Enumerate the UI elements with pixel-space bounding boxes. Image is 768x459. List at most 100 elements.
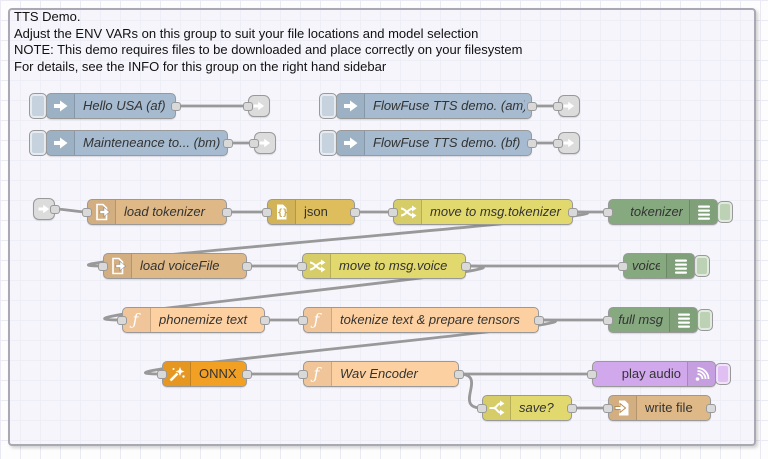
- input-port[interactable]: [98, 262, 108, 271]
- function-icon: ƒ: [123, 308, 151, 332]
- input-port[interactable]: [297, 262, 307, 271]
- output-port[interactable]: [222, 208, 232, 217]
- output-port[interactable]: [242, 262, 252, 271]
- node-debug-voice[interactable]: voice: [618, 253, 695, 279]
- input-port[interactable]: [249, 139, 259, 148]
- output-port[interactable]: [50, 205, 60, 214]
- comment-line-4: For details, see the INFO for this group…: [14, 58, 387, 74]
- node-label: load tokenizer: [124, 204, 205, 219]
- json-file-icon: {}: [268, 200, 296, 224]
- link-out-icon: [563, 138, 575, 148]
- node-link-out-2[interactable]: [249, 132, 276, 154]
- wire-movevoice-phonemize[interactable]: [103, 264, 485, 322]
- output-port[interactable]: [454, 370, 464, 379]
- audio-waves-icon: [687, 362, 715, 386]
- node-load-voicefile[interactable]: load voiceFile: [98, 253, 252, 279]
- input-port[interactable]: [262, 208, 272, 217]
- inject-button-hello-usa[interactable]: [29, 93, 47, 119]
- node-move-to-msg-voice[interactable]: move to msg.voice: [297, 253, 471, 279]
- node-debug-full-msg[interactable]: full msg: [603, 307, 698, 333]
- node-inject-flowfuse-am[interactable]: FlowFuse TTS demo. (am): [336, 93, 537, 119]
- debug-sidebar-icon: [666, 254, 694, 278]
- debug-toggle-voice[interactable]: [694, 255, 710, 277]
- node-play-audio[interactable]: play audio: [587, 361, 716, 387]
- function-icon: ƒ: [304, 362, 332, 386]
- node-link-out-1[interactable]: [243, 95, 270, 117]
- node-inject-maintenance[interactable]: Mainteneance to... (bm): [46, 130, 233, 156]
- inject-button-flowfuse-bf[interactable]: [319, 130, 337, 156]
- node-move-to-msg-tokenizer[interactable]: move to msg.tokenizer: [388, 199, 578, 225]
- input-port[interactable]: [587, 370, 597, 379]
- node-phonemize-text[interactable]: ƒ phonemize text: [117, 307, 270, 333]
- svg-text:{}: {}: [277, 209, 287, 219]
- node-debug-tokenizer[interactable]: tokenizer: [603, 199, 718, 225]
- function-icon: ƒ: [304, 308, 332, 332]
- node-write-file[interactable]: write file: [603, 395, 716, 421]
- node-label: ONNX: [199, 366, 237, 381]
- input-port[interactable]: [553, 139, 563, 148]
- node-load-tokenizer[interactable]: load tokenizer: [82, 199, 232, 225]
- node-label: voice: [632, 258, 660, 273]
- node-label: tokenizer: [630, 204, 683, 219]
- node-label: move to msg.voice: [339, 258, 448, 273]
- file-read-icon: [104, 254, 132, 278]
- node-label: Mainteneance to... (bm): [83, 135, 221, 150]
- file-read-icon: [88, 200, 116, 224]
- node-save-switch[interactable]: save?: [477, 395, 577, 421]
- output-port[interactable]: [706, 404, 716, 413]
- node-onnx[interactable]: ONNX: [157, 361, 252, 387]
- svg-text:ƒ: ƒ: [310, 365, 322, 383]
- node-link-out-4[interactable]: [553, 132, 580, 154]
- debug-sidebar-icon: [669, 308, 697, 332]
- output-port[interactable]: [171, 102, 181, 111]
- file-write-icon: [609, 396, 637, 420]
- node-tokenize-text-prepare-tensors[interactable]: ƒ tokenize text & prepare tensors: [298, 307, 544, 333]
- wire-movetokenizer-loadvoicefile[interactable]: [87, 210, 589, 268]
- wire-tokenize-onnx[interactable]: [144, 318, 557, 376]
- wire-wavencoder-save[interactable]: [457, 372, 484, 410]
- node-json[interactable]: {} json: [262, 199, 360, 225]
- debug-toggle-tokenizer[interactable]: [717, 201, 733, 223]
- node-wav-encoder[interactable]: ƒ Wav Encoder: [298, 361, 464, 387]
- node-inject-flowfuse-bf[interactable]: FlowFuse TTS demo. (bf): [336, 130, 537, 156]
- input-port[interactable]: [477, 404, 487, 413]
- output-port[interactable]: [568, 208, 578, 217]
- input-port[interactable]: [298, 370, 308, 379]
- node-label: FlowFuse TTS demo. (bf): [373, 135, 521, 150]
- input-port[interactable]: [603, 404, 613, 413]
- flow-comment[interactable]: TTS Demo. Adjust the ENV VARs on this gr…: [14, 9, 522, 75]
- output-port[interactable]: [534, 316, 544, 325]
- output-port[interactable]: [350, 208, 360, 217]
- input-port[interactable]: [117, 316, 127, 325]
- play-audio-toggle-button[interactable]: [715, 363, 731, 385]
- node-inject-hello-usa[interactable]: Hello USA (af): [46, 93, 181, 119]
- output-port[interactable]: [223, 139, 233, 148]
- link-out-icon: [563, 101, 575, 111]
- input-port[interactable]: [243, 102, 253, 111]
- output-port[interactable]: [527, 139, 537, 148]
- input-port[interactable]: [157, 370, 167, 379]
- output-port[interactable]: [260, 316, 270, 325]
- output-port[interactable]: [242, 370, 252, 379]
- output-port[interactable]: [527, 102, 537, 111]
- node-label: play audio: [621, 366, 681, 381]
- inject-button-maintenance[interactable]: [29, 130, 47, 156]
- input-port[interactable]: [603, 208, 613, 217]
- node-label: Hello USA (af): [83, 98, 166, 113]
- node-label: move to msg.tokenizer: [430, 204, 561, 219]
- input-port[interactable]: [603, 316, 613, 325]
- node-link-out-3[interactable]: [553, 95, 580, 117]
- input-port[interactable]: [82, 208, 92, 217]
- inject-button-flowfuse-am[interactable]: [319, 93, 337, 119]
- shuffle-icon: [394, 200, 422, 224]
- input-port[interactable]: [553, 102, 563, 111]
- output-port[interactable]: [567, 404, 577, 413]
- input-port[interactable]: [388, 208, 398, 217]
- output-port[interactable]: [461, 262, 471, 271]
- input-port[interactable]: [618, 262, 628, 271]
- node-label: write file: [645, 400, 693, 415]
- debug-toggle-full-msg[interactable]: [697, 309, 713, 331]
- node-link-in[interactable]: [33, 198, 60, 220]
- input-port[interactable]: [298, 316, 308, 325]
